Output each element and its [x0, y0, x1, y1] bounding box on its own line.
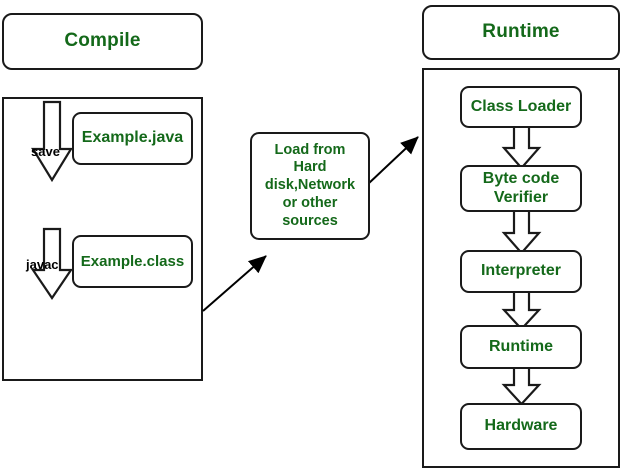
- bytecode-verifier-label: Byte code Verifier: [482, 170, 560, 206]
- example-class-box: Example.class: [72, 235, 193, 288]
- interpreter-label: Interpreter: [480, 262, 562, 280]
- runtime-header-label: Runtime: [482, 21, 560, 43]
- save-block-arrow: [31, 100, 73, 183]
- compile-to-loader-arrow: [200, 245, 275, 315]
- compile-header-box: Compile: [2, 13, 203, 70]
- runtime-stage-label: Runtime: [489, 337, 553, 355]
- example-java-label: Example.java: [81, 129, 184, 147]
- javac-block-arrow: [30, 227, 74, 300]
- compile-header-label: Compile: [64, 30, 141, 52]
- hardware-label: Hardware: [484, 417, 558, 435]
- class-loader-box: Class Loader: [460, 86, 582, 128]
- load-sources-box: Load from Hard disk,Network or other sou…: [250, 132, 370, 240]
- runtime-stage-box: Runtime: [460, 325, 582, 369]
- save-arrow-label: save: [31, 144, 60, 159]
- runtime-header-box: Runtime: [422, 5, 620, 60]
- hardware-box: Hardware: [460, 403, 582, 450]
- loader-to-runtime-arrow: [366, 128, 428, 188]
- verifier-to-interpreter-arrow: [501, 204, 542, 255]
- class-loader-label: Class Loader: [470, 97, 572, 115]
- example-java-box: Example.java: [72, 112, 193, 165]
- bytecode-verifier-box: Byte code Verifier: [460, 165, 582, 212]
- javac-arrow-label: javac: [26, 257, 59, 272]
- example-class-label: Example.class: [80, 252, 185, 270]
- load-sources-label: Load from Hard disk,Network or other sou…: [264, 141, 356, 229]
- interpreter-box: Interpreter: [460, 250, 582, 293]
